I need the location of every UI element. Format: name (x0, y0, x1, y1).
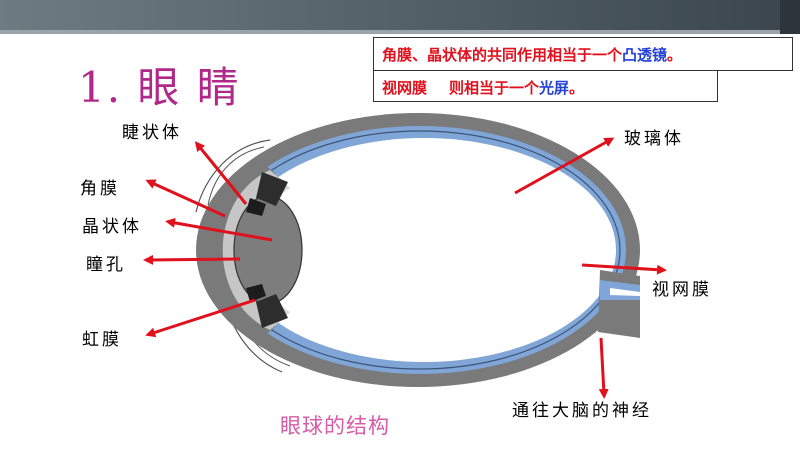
ciliary-body-lower (256, 294, 288, 328)
callout-retina-function: 视网膜 则相当于一个光屏。 (373, 70, 718, 102)
label-retina: 视网膜 (652, 280, 712, 300)
iris-upper (246, 198, 266, 216)
label-lens: 晶状体 (82, 217, 142, 237)
arrow-optic-nerve (598, 337, 609, 399)
label-optic-nerve: 通往大脑的神经 (512, 401, 652, 421)
label-ciliary-body: 睫状体 (122, 123, 182, 143)
optic-nerve-gap (610, 288, 640, 296)
arrow-lens (165, 217, 273, 242)
callout-2-highlight: 光屏 (539, 79, 570, 97)
diagram-caption: 眼球的结构 (280, 414, 390, 438)
ciliary-body-upper (256, 172, 288, 206)
arrow-retina (581, 263, 667, 275)
arrow-cornea (145, 179, 226, 218)
callout-2-suffix: 。 (569, 79, 585, 97)
arrow-ciliary-body (194, 141, 248, 205)
label-pupil: 瞳孔 (86, 255, 126, 275)
callout-2-text: 则相当于一个 (449, 79, 540, 97)
label-vitreous-body: 玻璃体 (624, 129, 684, 149)
label-iris: 虹膜 (82, 330, 122, 350)
label-cornea: 角膜 (80, 179, 120, 199)
callout-2-subject: 视网膜 (382, 79, 428, 97)
lens (233, 195, 303, 305)
arrow-pupil (143, 254, 241, 265)
cornea-inner (222, 170, 282, 330)
cornea-outer (208, 162, 276, 338)
optic-nerve (598, 270, 640, 338)
arrow-iris (145, 298, 256, 338)
callout-1-suffix: 。 (667, 46, 683, 64)
arrow-vitreous-body (514, 137, 615, 195)
vitreous-interior (232, 138, 616, 362)
callout-1-text: 角膜、晶状体的共同作用相当于一个 (382, 46, 623, 64)
callout-1-highlight: 凸透镜 (622, 46, 668, 64)
slide-title: 1. 眼 睛 (78, 63, 241, 112)
top-bar-accent (780, 0, 800, 34)
eyelid-upper-line-2 (207, 146, 265, 206)
top-bar-stripe (0, 30, 800, 34)
iris-lower (246, 284, 266, 302)
slide-top-bar (0, 0, 800, 34)
callout-lens-function: 角膜、晶状体的共同作用相当于一个凸透镜。 (373, 37, 793, 71)
eyelid-upper-line (195, 139, 271, 213)
